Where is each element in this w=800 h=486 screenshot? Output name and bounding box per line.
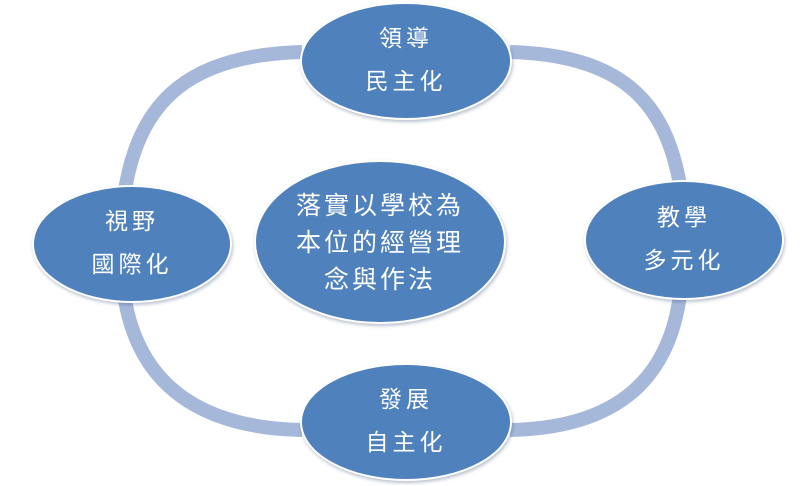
node-teaching-subtitle: 多元化: [643, 248, 725, 274]
node-vision: 視野 國際化: [32, 185, 232, 303]
center-node: 落實以學校為 本位的經營理 念與作法: [254, 160, 506, 324]
node-leadership: 領導 民主化: [300, 2, 512, 120]
ring-arc-bottom-left: [118, 298, 303, 437]
ring-arc-left-top: [118, 45, 303, 192]
ring-arc-top-right: [509, 45, 687, 187]
node-vision-subtitle: 國際化: [91, 252, 173, 278]
node-leadership-title: 領導: [379, 26, 433, 52]
center-node-line-1: 落實以學校為: [295, 190, 464, 220]
center-node-line-2: 本位的經營理: [295, 227, 464, 257]
node-teaching-title: 教學: [657, 205, 711, 231]
node-development: 發展 自主化: [300, 363, 512, 481]
node-vision-title: 視野: [105, 209, 159, 235]
node-teaching: 教學 多元化: [584, 180, 784, 300]
center-node-line-3: 念與作法: [323, 264, 436, 294]
node-development-title: 發展: [379, 387, 433, 413]
node-leadership-subtitle: 民主化: [365, 69, 447, 95]
ring-arc-right-bottom: [509, 294, 687, 437]
node-development-subtitle: 自主化: [365, 430, 447, 456]
